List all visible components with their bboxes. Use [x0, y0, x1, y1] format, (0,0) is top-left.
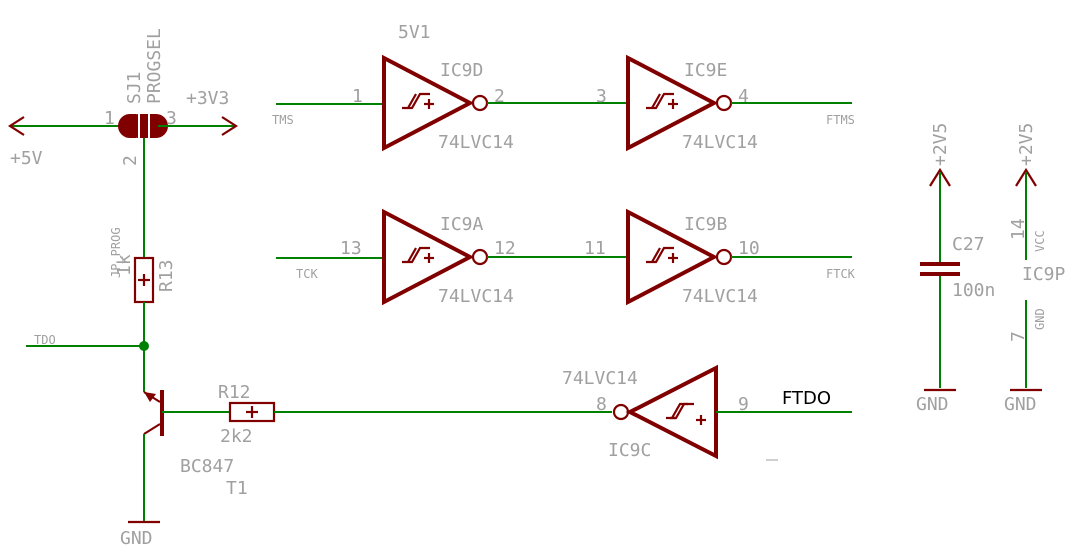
- gnd-t1-label: GND: [120, 528, 153, 549]
- transistor-t1: BC847 T1: [143, 390, 248, 499]
- c27-name: C27: [952, 234, 985, 255]
- ic9p-vcc-label: VCC: [1033, 230, 1047, 252]
- ic9p-name: IC9P: [1022, 264, 1066, 285]
- net-tms-label: TMS: [272, 113, 294, 127]
- gnd-ic9p-label: GND: [1004, 394, 1037, 415]
- jumper-pin2: 2: [120, 155, 141, 166]
- t1-type: BC847: [180, 456, 234, 477]
- supply-5v: +5V: [7, 116, 120, 169]
- ic9b-pin-in: 11: [584, 238, 606, 259]
- net-tck-label: TCK: [296, 267, 318, 281]
- jumper-pin3: 3: [166, 108, 177, 129]
- r12-name: R12: [218, 382, 251, 403]
- t1-name: T1: [226, 478, 248, 499]
- jumper-pin1: 1: [104, 108, 115, 129]
- inverter-ic9b: 11 10 IC9B 74LVC14: [584, 208, 760, 307]
- inverter-ic9d: 1 2 IC9D 74LVC14: [352, 54, 514, 153]
- resistor-r13: JP_PROG 1k R13: [109, 227, 177, 304]
- resistor-r12: R12 2k2: [218, 382, 276, 447]
- net-tms: TMS: [272, 103, 384, 127]
- net-ftms-label: FTMS: [826, 113, 855, 127]
- ic9a-type: 74LVC14: [438, 286, 514, 307]
- gnd-c27-label: GND: [916, 394, 949, 415]
- jumper-name: SJ1: [124, 71, 145, 104]
- inverter-ic9a: 13 12 IC9A 74LVC14: [340, 208, 516, 307]
- ic9e-pin-in: 3: [596, 86, 607, 107]
- ic9e-pin-out: 4: [738, 86, 749, 107]
- net-top-cut: 5V1: [398, 22, 431, 43]
- ic9d-pin-out: 2: [494, 86, 505, 107]
- ic9d-pin-in: 1: [352, 86, 363, 107]
- jumper-value: PROGSEL: [144, 28, 165, 104]
- r13-net: JP_PROG: [109, 227, 123, 278]
- supply-5v-label: +5V: [10, 148, 43, 169]
- ic9d-name: IC9D: [440, 60, 483, 81]
- ic9p-gnd-label: GND: [1033, 308, 1047, 330]
- c27-value: 100n: [952, 280, 995, 301]
- ic9d-type: 74LVC14: [438, 132, 514, 153]
- net-tdo-label: TDO: [34, 333, 56, 347]
- net-ftdo-label: FTDO: [782, 388, 831, 409]
- inverter-ic9c: 74LVC14 8 9 IC9C: [562, 364, 749, 461]
- jumper-sj1: 1 3 2 SJ1 PROGSEL: [104, 28, 177, 166]
- ic9p-supply: +2V5: [1016, 123, 1037, 166]
- capacitor-c27: +2V5 C27 100n GND: [916, 123, 995, 415]
- ic9a-pin-in: 13: [340, 238, 362, 259]
- supply-3v3: +3V3: [158, 88, 239, 136]
- ic9p-pin-gnd: 7: [1008, 331, 1029, 342]
- net-ftms: FTMS: [731, 102, 855, 127]
- r12-value: 2k2: [220, 426, 253, 447]
- ic9b-pin-out: 10: [738, 238, 760, 259]
- r13-name: R13: [156, 259, 177, 292]
- jumper-left-pad: [118, 114, 136, 138]
- ic9b-type: 74LVC14: [682, 286, 758, 307]
- ic9b-name: IC9B: [684, 214, 727, 235]
- ic9c-pin-in: 8: [596, 394, 607, 415]
- ic9c-type: 74LVC14: [562, 368, 638, 389]
- r13-value: 1k: [114, 254, 135, 276]
- net-tck: TCK: [276, 257, 384, 281]
- net-tdo: TDO: [26, 333, 149, 351]
- ic9a-pin-out: 12: [494, 238, 516, 259]
- ic9e-type: 74LVC14: [682, 132, 758, 153]
- ic9c-pin-out: 9: [738, 394, 749, 415]
- ic9e-name: IC9E: [684, 60, 727, 81]
- jumper-mid-pad: [140, 114, 148, 138]
- supply-3v3-label: +3V3: [186, 88, 229, 109]
- c27-supply: +2V5: [930, 123, 951, 166]
- net-ftck: FTCK: [731, 256, 856, 281]
- net-ftck-label: FTCK: [826, 267, 856, 281]
- ic9a-name: IC9A: [440, 214, 484, 235]
- inverter-ic9e: 3 4 IC9E 74LVC14: [596, 54, 758, 153]
- ic9p-power: +2V5 14 VCC IC9P 7 GND GND: [1004, 123, 1066, 415]
- ic9p-pin-vcc: 14: [1008, 218, 1029, 240]
- gnd-t1: GND: [120, 520, 160, 549]
- ic9c-name: IC9C: [608, 440, 651, 461]
